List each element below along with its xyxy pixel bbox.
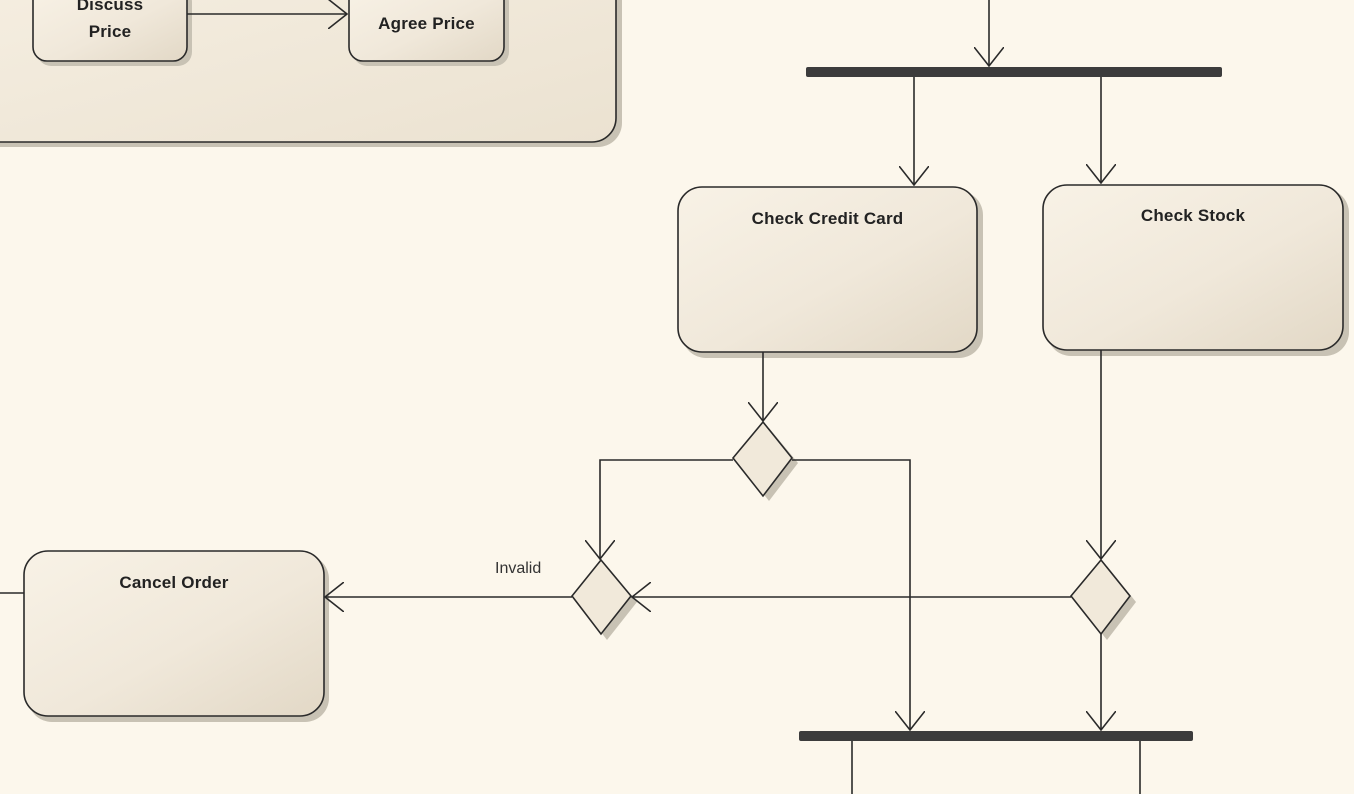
flow-credit-valid-to-join[interactable] [792, 459, 910, 730]
discuss-price-label: Discuss Price [76, 0, 144, 41]
invalid-guard-label: Invalid [495, 560, 542, 577]
flow-credit-invalid-to-merge[interactable] [600, 459, 733, 559]
cancel-order-label: Cancel Order [119, 573, 229, 592]
action-agree-price[interactable] [348, 0, 509, 66]
join-bar[interactable] [799, 731, 1193, 741]
action-check-stock[interactable] [1042, 184, 1349, 356]
fork-bar[interactable] [806, 67, 1222, 77]
action-discuss-price[interactable] [32, 0, 192, 66]
check-credit-card-label: Check Credit Card [751, 209, 904, 228]
action-cancel-order[interactable] [23, 550, 329, 722]
stock-decision-node[interactable] [1069, 558, 1136, 640]
validity-merge-node[interactable] [570, 558, 637, 640]
agree-price-label: Agree Price [378, 14, 475, 33]
credit-card-decision-node[interactable] [731, 420, 798, 501]
action-check-credit-card[interactable] [677, 186, 983, 358]
check-stock-label: Check Stock [1140, 206, 1246, 225]
